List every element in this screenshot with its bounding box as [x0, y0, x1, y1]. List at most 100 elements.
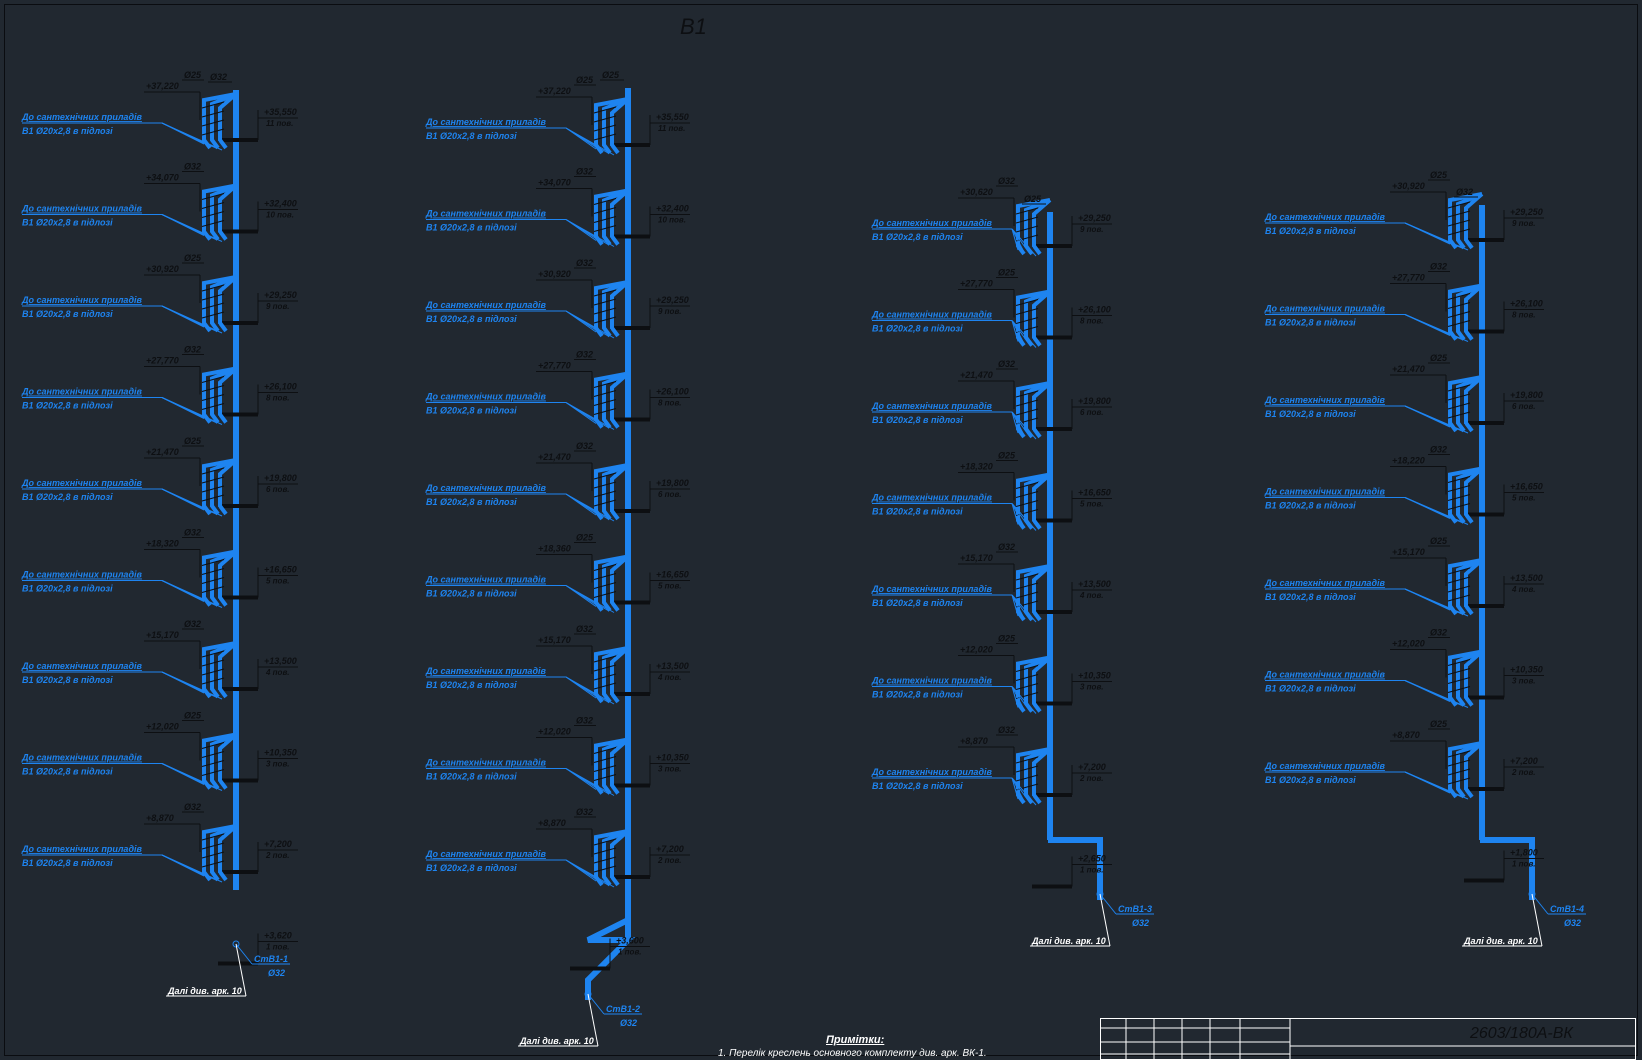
- riser1-branch-pipe: [218, 275, 238, 333]
- riser3-branch-pipe: [1032, 198, 1052, 256]
- riser4-name: СтВ1-4: [1550, 904, 1584, 914]
- riser4-branch-pipe: [1464, 741, 1484, 799]
- riser4-floor-label: 1 пов.: [1512, 860, 1536, 869]
- riser2-branch-pipe: [610, 97, 630, 155]
- riser1-fixture-hatch: [201, 302, 225, 310]
- riser1-floor-label: 1 пов.: [266, 943, 290, 952]
- riser2-fixture-hatch: [593, 865, 617, 873]
- riser3-branch-pipe: [1016, 747, 1051, 805]
- riser4-branch-leader: [1404, 222, 1469, 251]
- riser1-fixture-hatch: [201, 668, 225, 676]
- riser3-dia-tag: Ø32: [998, 176, 1015, 186]
- riser2-branch-label: До сантехнічних приладів: [425, 392, 547, 402]
- riser2-branch-label: До сантехнічних приладів: [425, 300, 547, 310]
- riser4-fixture-hatch: [1447, 402, 1471, 410]
- riser2-branch-leader: [565, 859, 615, 888]
- riser2-fixture-hatch: [593, 316, 617, 324]
- riser2-branch-pipe: [610, 737, 630, 795]
- riser1-branch-spec: В1 Ø20х2,8 в підлозі: [22, 584, 113, 594]
- riser2-elev-mark: +19,800: [656, 478, 689, 488]
- riser4-branch-pipe: [1456, 192, 1483, 250]
- riser1-dia-tag: Ø25: [184, 253, 202, 263]
- riser3-fixture-hatch: [1015, 408, 1039, 416]
- riser1-left-elev: +18,320: [146, 539, 179, 549]
- riser3-branch-leader: [1011, 503, 1031, 529]
- riser3-branch-pipe: [1032, 381, 1052, 439]
- riser3-floor-label: 6 пов.: [1080, 408, 1104, 417]
- riser1-left-elev: +30,920: [146, 264, 179, 274]
- riser3-branch-pipe: [1024, 289, 1051, 347]
- riser3-callout-leader: [1099, 893, 1117, 915]
- riser3-fixture-hatch: [1015, 299, 1039, 306]
- riser1-fixture-hatch: [201, 311, 225, 319]
- riser1-branch-pipe: [210, 92, 237, 150]
- riser3-branch-pipe: [1032, 472, 1052, 530]
- riser3-elev-mark: +10,350: [1078, 671, 1111, 681]
- riser1-dia-tag: Ø32: [184, 802, 201, 812]
- riser2-branch-pipe: [602, 280, 629, 338]
- riser1-fixture-hatch: [201, 467, 225, 475]
- riser2-branch-label: До сантехнічних приладів: [425, 483, 547, 493]
- riser1-floor-label: 8 пов.: [266, 394, 290, 403]
- riser3-elev-mark: +2,650: [1078, 854, 1106, 864]
- riser4-branch-leader: [1404, 588, 1469, 617]
- riser4-elev-mark: +29,250: [1510, 207, 1543, 217]
- riser4-branch-spec: В1 Ø20х2,8 в підлозі: [1265, 775, 1356, 785]
- riser2-left-elev: +12,020: [538, 727, 571, 737]
- riser4-branch-leader: [1404, 405, 1469, 434]
- riser1-floor-label: 6 пов.: [266, 485, 290, 494]
- riser4-fixture-hatch: [1447, 594, 1471, 602]
- title-block: [1100, 1018, 1636, 1060]
- riser3-branch-leader: [1011, 777, 1019, 800]
- riser1-branch-pipe: [210, 183, 237, 241]
- riser4-top-dia: Ø32: [1456, 187, 1473, 197]
- riser3-branch-pipe: [1024, 381, 1051, 439]
- riser1-floor-label: 9 пов.: [266, 302, 290, 311]
- riser4-dia-tag: Ø25: [1430, 536, 1448, 546]
- notes-title: Примітки:: [826, 1034, 885, 1046]
- riser3-left-elev: +27,770: [960, 279, 993, 289]
- riser2-callout-dot: [584, 990, 592, 998]
- riser1-fixture-hatch: [201, 403, 225, 410]
- riser4-branch-pipe: [1464, 649, 1484, 707]
- riser2-branch-spec: В1 Ø20х2,8 в підлозі: [426, 223, 517, 233]
- riser3-branch-label: До сантехнічних приладів: [871, 310, 993, 320]
- riser1-fixture-hatch: [201, 476, 225, 484]
- riser2-branch-spec: В1 Ø20х2,8 в підлозі: [426, 589, 517, 599]
- riser3-fixture-hatch: [1015, 216, 1039, 224]
- riser2-fixture-hatch: [593, 499, 617, 507]
- riser1-left-elev: +34,070: [146, 173, 179, 183]
- riser3-branch-leader: [1011, 228, 1019, 251]
- riser2-fixture-hatch: [593, 655, 617, 663]
- riser2-left-elev: +15,170: [538, 635, 571, 645]
- riser1-branch-spec: В1 Ø20х2,8 в підлозі: [22, 767, 113, 777]
- riser1-continue-text: Далі див. арк. 10: [167, 986, 242, 996]
- riser3-dia-tag: Ø32: [998, 359, 1015, 369]
- riser4-callout-dot: [1528, 890, 1536, 898]
- riser3-branch-leader: [1011, 411, 1037, 440]
- riser2-branch-label: До сантехнічних приладів: [425, 117, 547, 127]
- riser3-fixture-hatch: [1015, 765, 1039, 773]
- riser4-fixture-hatch: [1447, 320, 1471, 327]
- riser1-fixture-hatch: [201, 860, 225, 868]
- riser2-branch-pipe: [602, 97, 629, 155]
- riser2-dia-tag: Ø32: [576, 716, 593, 726]
- riser3-left-elev: +15,170: [960, 553, 993, 563]
- riser3-branch-leader: [1011, 686, 1031, 712]
- riser4-fixture-hatch: [1447, 302, 1471, 309]
- riser3-elev-mark: +7,200: [1078, 762, 1106, 772]
- riser3-branch-leader: [1011, 594, 1037, 623]
- riser1-branch-spec: В1 Ø20х2,8 в підлозі: [22, 309, 113, 319]
- riser2-branch-label: До сантехнічних приладів: [425, 209, 547, 219]
- riser2-branch-pipe: [602, 188, 629, 246]
- riser4-branch-leader: [1404, 680, 1469, 708]
- riser4-floor-label: 2 пов.: [1511, 768, 1536, 777]
- riser2-fixture-hatch: [593, 564, 617, 571]
- riser3-branch-pipe: [1016, 564, 1051, 622]
- riser2-continue-leader: [587, 993, 599, 1047]
- riser2-left-elev: +21,470: [538, 452, 571, 462]
- riser4-branch-pipe: [1456, 558, 1483, 616]
- riser4-dia-tag: Ø32: [1430, 628, 1447, 638]
- riser4-branch-label: До сантехнічних приладів: [1264, 761, 1386, 771]
